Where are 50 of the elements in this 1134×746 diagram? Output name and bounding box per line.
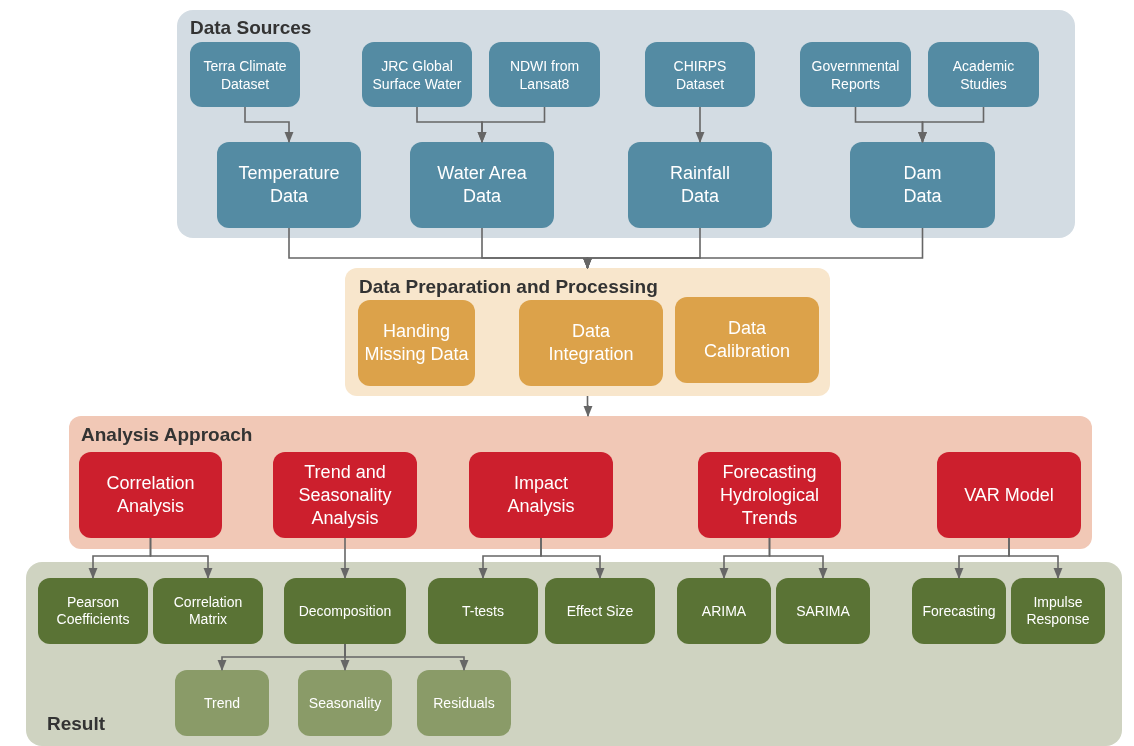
- process-box: Rainfall Data: [628, 142, 772, 228]
- process-box: Temperature Data: [217, 142, 361, 228]
- process-box: Effect Size: [545, 578, 655, 644]
- process-box: Forecasting Hydrological Trends: [698, 452, 841, 538]
- process-box: Trend: [175, 670, 269, 736]
- connector-arrow: [340, 537, 350, 580]
- process-box: Academic Studies: [928, 42, 1039, 107]
- process-box: Seasonality: [298, 670, 392, 736]
- process-box: SARIMA: [776, 578, 870, 644]
- group-heading: Data Sources: [190, 16, 312, 40]
- connector-arrow: [344, 643, 469, 672]
- connector-arrow: [244, 106, 294, 144]
- group-panel: [345, 268, 830, 396]
- process-box: Data Calibration: [675, 297, 819, 383]
- connector-arrow: [918, 106, 985, 144]
- connector-arrow: [149, 537, 213, 580]
- connector-arrow: [583, 395, 593, 418]
- process-box: Water Area Data: [410, 142, 554, 228]
- process-box: Dam Data: [850, 142, 995, 228]
- process-box: Trend and Seasonality Analysis: [273, 452, 417, 538]
- process-box: Data Integration: [519, 300, 663, 386]
- process-box: VAR Model: [937, 452, 1081, 538]
- connector-arrow: [583, 227, 924, 270]
- group-heading: Data Preparation and Processing: [359, 275, 658, 299]
- group-panel: [177, 10, 1075, 238]
- process-box: Correlation Matrix: [153, 578, 263, 644]
- group-heading: Analysis Approach: [81, 423, 253, 447]
- process-box: JRC Global Surface Water: [362, 42, 472, 107]
- process-box: Impact Analysis: [469, 452, 613, 538]
- connector-arrow: [768, 537, 828, 580]
- connector-arrow: [695, 106, 705, 144]
- connector-arrow: [477, 106, 546, 144]
- process-box: Decomposition: [284, 578, 406, 644]
- process-box: Handing Missing Data: [358, 300, 475, 386]
- process-box: Forecasting: [912, 578, 1006, 644]
- process-box: Impulse Response: [1011, 578, 1105, 644]
- process-box: Governmental Reports: [800, 42, 911, 107]
- process-box: Correlation Analysis: [79, 452, 222, 538]
- process-box: Residuals: [417, 670, 511, 736]
- process-box: T-tests: [428, 578, 538, 644]
- group-panel: [69, 416, 1092, 549]
- process-box: Pearson Coefficients: [38, 578, 148, 644]
- group-panel: [26, 562, 1122, 746]
- group-heading: Result: [47, 711, 106, 736]
- connector-arrow: [1008, 537, 1063, 580]
- connector-arrow: [540, 537, 605, 580]
- process-box: CHIRPS Dataset: [645, 42, 755, 107]
- process-box: ARIMA: [677, 578, 771, 644]
- process-box: NDWI from Lansat8: [489, 42, 600, 107]
- process-box: Terra Climate Dataset: [190, 42, 300, 107]
